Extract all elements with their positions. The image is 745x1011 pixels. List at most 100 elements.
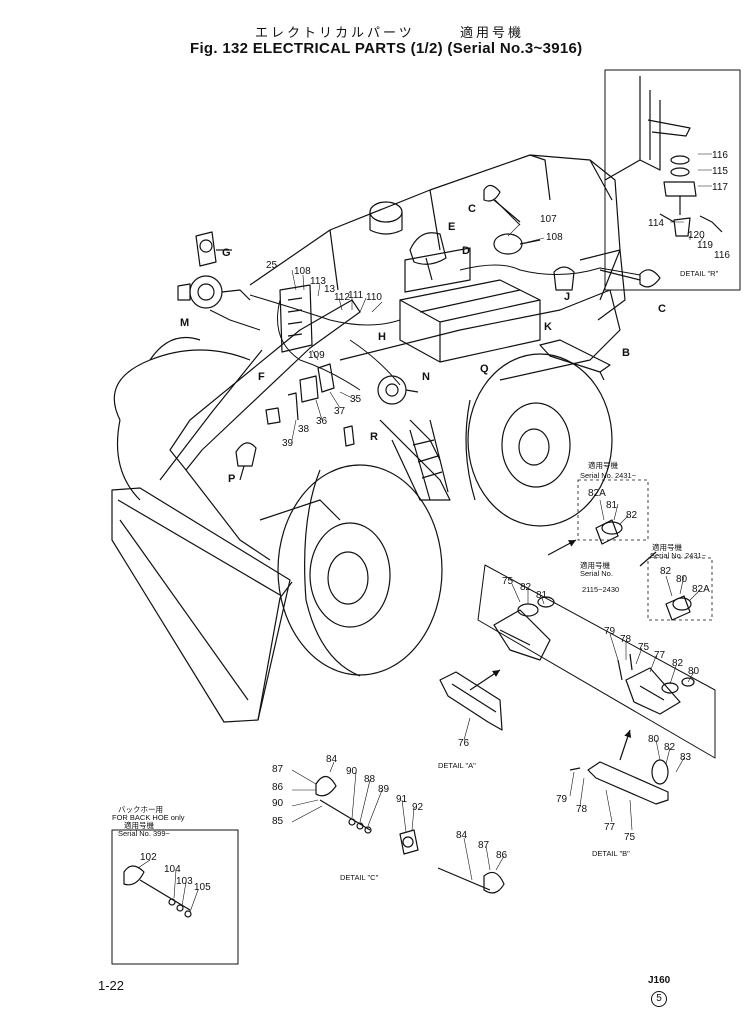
horn-n — [377, 375, 419, 405]
letter-j: J — [564, 291, 570, 303]
callout-87b: 87 — [478, 840, 490, 851]
page-number: 1-22 — [98, 978, 125, 993]
lamp-c-right — [599, 269, 661, 288]
title-japanese: エレクトリカルパーツ — [255, 25, 415, 40]
callout-89: 89 — [378, 784, 390, 795]
callout-82a: 82 — [626, 510, 638, 521]
callout-37: 37 — [334, 406, 346, 417]
callout-25: 25 — [266, 260, 278, 271]
detail-panel-ab — [477, 564, 716, 759]
connector-r — [343, 425, 355, 447]
callout-84b: 84 — [456, 830, 468, 841]
note2-jp: 適用号機 — [652, 542, 682, 552]
callout-82b: 82 — [660, 566, 672, 577]
front-wheel — [277, 464, 443, 677]
letter-c-top: C — [468, 203, 476, 215]
letter-p: P — [228, 473, 235, 485]
letter-e: E — [448, 221, 455, 233]
callout-112: 112 — [334, 292, 350, 303]
horn-g — [195, 231, 232, 267]
callout-75a: 75 — [502, 576, 514, 587]
letter-m: M — [180, 317, 189, 329]
detail-c-lamp-2 — [437, 867, 505, 894]
callout-116: 116 — [712, 150, 728, 161]
lamp-c-top — [483, 184, 521, 223]
letter-k: K — [544, 321, 552, 333]
letter-c-right: C — [658, 303, 666, 315]
letter-q: Q — [480, 363, 489, 375]
circled-number: 5 — [651, 991, 667, 1007]
callout-113: 113 — [310, 276, 326, 287]
callout-91: 91 — [396, 794, 408, 805]
lamp-variant-2 — [647, 557, 713, 621]
callout-79a: 79 — [604, 626, 616, 637]
callout-13: 13 — [324, 284, 336, 295]
callout-38: 38 — [298, 424, 310, 435]
callout-116b: 116 — [714, 250, 730, 261]
callout-75c: 75 — [624, 832, 636, 843]
callout-108b: 108 — [294, 266, 311, 277]
callout-82A-a: 82A — [588, 488, 606, 499]
callout-35: 35 — [350, 394, 362, 405]
callout-81a: 81 — [606, 500, 618, 511]
detail-c-label: DETAIL "C" — [340, 873, 379, 882]
wiring-harness — [209, 199, 641, 391]
bracket-detail-a — [439, 671, 503, 731]
note3-range: 2115~2430 — [582, 585, 619, 594]
lamp-p — [235, 442, 257, 481]
backhoe-jp: バックホー用 — [118, 805, 163, 814]
battery — [399, 247, 541, 363]
callout-115: 115 — [712, 166, 728, 177]
callout-87a: 87 — [272, 764, 284, 775]
model-code: J160 — [648, 975, 671, 986]
callout-114: 114 — [648, 218, 664, 229]
note1-serial: Serial No. 2431~ — [580, 471, 637, 480]
backhoe-jp2: 適用号機 — [124, 820, 154, 830]
detail-b-label: DETAIL "B" — [592, 849, 630, 858]
callout-77a: 77 — [654, 650, 666, 661]
callout-36: 36 — [316, 416, 328, 427]
callout-78b: 78 — [576, 804, 588, 815]
rear-left-wheel — [113, 336, 251, 501]
callout-111: 111 — [348, 290, 364, 301]
note2-serial: Serial No. 2431~ — [650, 551, 707, 560]
letter-h: H — [378, 331, 386, 343]
callout-120: 120 — [688, 230, 705, 241]
callout-84a: 84 — [326, 754, 338, 765]
callout-109: 109 — [308, 350, 325, 361]
callout-90a: 90 — [346, 766, 358, 777]
callout-103: 103 — [176, 876, 193, 887]
work-lamp-107 — [493, 233, 541, 255]
callout-82e: 82 — [664, 742, 676, 753]
callout-80a: 80 — [676, 574, 688, 585]
letter-f: F — [258, 371, 265, 383]
callout-80b: 80 — [688, 666, 700, 677]
beacon-j — [553, 266, 575, 291]
callout-85: 85 — [272, 816, 284, 827]
callout-80c: 80 — [648, 734, 660, 745]
callout-86b: 86 — [496, 850, 508, 861]
leader-lines — [137, 153, 712, 913]
callout-83: 83 — [680, 752, 692, 763]
callout-88: 88 — [364, 774, 376, 785]
letter-g: G — [222, 247, 231, 259]
callout-105: 105 — [194, 882, 211, 893]
callout-86a: 86 — [272, 782, 284, 793]
callout-107: 107 — [540, 214, 557, 225]
callout-82c: 82 — [520, 582, 532, 593]
detail-c-parts — [315, 775, 419, 855]
rear-wheel — [465, 353, 613, 527]
callout-79b: 79 — [556, 794, 568, 805]
backhoe-en: FOR BACK HOE only — [112, 813, 185, 822]
detail-r-box — [604, 69, 741, 291]
relay-parts — [265, 363, 335, 425]
callout-77b: 77 — [604, 822, 616, 833]
detail-a-label: DETAIL "A" — [438, 761, 476, 770]
callout-82d: 82 — [672, 658, 684, 669]
note3-jp: 適用号機 — [580, 560, 610, 570]
letter-d: D — [462, 245, 470, 257]
callout-104: 104 — [164, 864, 181, 875]
callout-81b: 81 — [536, 590, 548, 601]
callout-108a: 108 — [546, 232, 563, 243]
note1-jp: 適用号機 — [588, 460, 618, 470]
